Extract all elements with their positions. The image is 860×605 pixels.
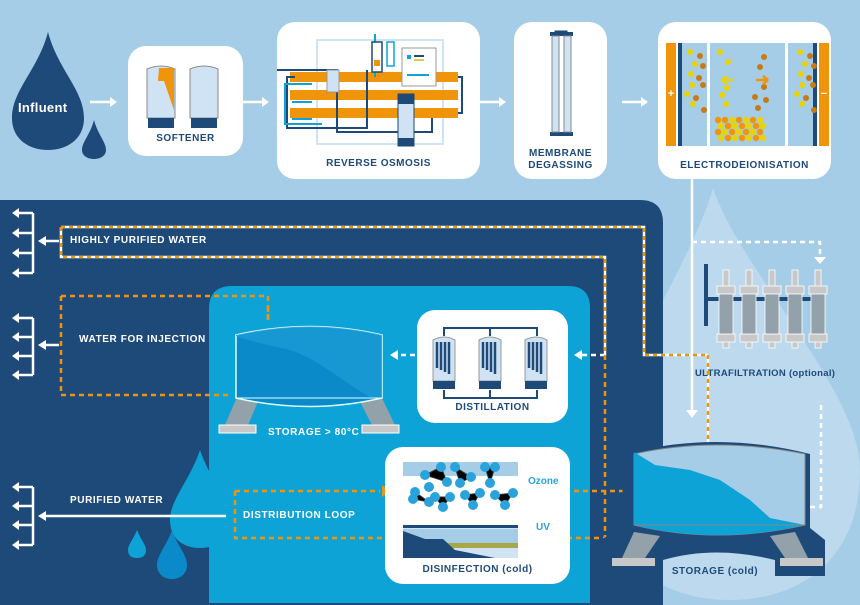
electrodeionisation-icon: [666, 43, 829, 146]
outlet-arrow-icon: [12, 370, 19, 380]
outlet-arrow-icon: [12, 540, 19, 550]
disinfection-label: DISINFECTION (cold): [422, 564, 533, 575]
arrow-down-icon: [814, 257, 826, 264]
uv-label: UV: [536, 522, 550, 533]
ozone-label: Ozone: [528, 476, 559, 487]
electrodeionisation-card[interactable]: + − ELECTRODEIONISATION: [658, 22, 831, 179]
outlet-arrow-icon: [12, 520, 19, 530]
electrodeionisation-label: ELECTRODEIONISATION: [680, 160, 809, 171]
arrow-right-icon: [262, 97, 269, 107]
reverse-osmosis-card[interactable]: REVERSE OSMOSIS: [277, 22, 480, 179]
outlet-arrow-icon: [12, 482, 19, 492]
reverse-osmosis-label: REVERSE OSMOSIS: [326, 158, 431, 169]
distillation-icon: [432, 327, 548, 399]
outlet-manifold-hpw: [18, 211, 35, 275]
influent-label: Influent: [18, 100, 68, 115]
disinfection-card[interactable]: DISINFECTION (cold): [385, 447, 570, 584]
storage-hot-label: STORAGE > 80°C: [268, 427, 360, 438]
arrow-down-icon: [686, 410, 698, 418]
membrane-degassing-label-line2: DEGASSING: [528, 160, 593, 171]
water-for-injection-label: WATER FOR INJECTION: [79, 334, 206, 345]
influent-small-drop-icon: [82, 120, 106, 159]
softener-icon: [146, 65, 219, 128]
outlet-arrow-icon: [12, 268, 19, 278]
distribution-loop-label: DISTRIBUTION LOOP: [243, 510, 356, 521]
arrow-right-icon: [110, 97, 117, 107]
purified-water-label: PURIFIED WATER: [70, 495, 164, 506]
disinfection-icon: [403, 462, 518, 558]
arrow-left-icon: [574, 350, 582, 360]
membrane-degassing-label-line1: MEMBRANE: [529, 148, 592, 159]
outlet-arrow-icon: [12, 501, 19, 511]
distillation-label: DISTILLATION: [455, 402, 530, 413]
positive-electrode-icon: +: [667, 88, 675, 100]
membrane-degassing-card[interactable]: MEMBRANE DEGASSING: [514, 22, 607, 179]
outlet-arrow-icon: [12, 351, 19, 361]
outlet-arrow-icon: [12, 332, 19, 342]
membrane-degassing-label: MEMBRANE DEGASSING: [514, 148, 607, 172]
softener-card[interactable]: SOFTENER: [128, 46, 243, 156]
small-drop-2: [157, 530, 187, 579]
arrow-left-icon: [38, 511, 46, 521]
distillation-card[interactable]: DISTILLATION: [417, 310, 568, 423]
ultrafiltration-label: ULTRAFILTRATION (optional): [695, 368, 836, 379]
outlet-arrow-icon: [12, 313, 19, 323]
membrane-degassing-icon: [550, 30, 573, 136]
arrow-left-icon: [38, 340, 46, 350]
small-drop-1: [128, 530, 146, 558]
softener-label: SOFTENER: [156, 133, 215, 144]
influent-drop-icon: [12, 32, 84, 150]
arrow-right-icon: [641, 97, 648, 107]
outlet-manifold-pw: [18, 485, 35, 547]
reverse-osmosis-icon: [277, 34, 463, 147]
mid-drop-shape: [170, 450, 230, 548]
highly-purified-water-label: HIGHLY PURIFIED WATER: [70, 235, 207, 246]
negative-electrode-icon: −: [820, 88, 828, 100]
outlet-arrow-icon: [12, 248, 19, 258]
arrow-left-icon: [390, 350, 398, 360]
outlet-manifold-wfi: [18, 316, 35, 377]
storage-cold-label: STORAGE (cold): [671, 566, 759, 577]
arrow-left-icon: [38, 236, 46, 246]
outlet-arrow-icon: [12, 228, 19, 238]
arrow-right-icon: [499, 97, 506, 107]
outlet-arrow-icon: [12, 208, 19, 218]
